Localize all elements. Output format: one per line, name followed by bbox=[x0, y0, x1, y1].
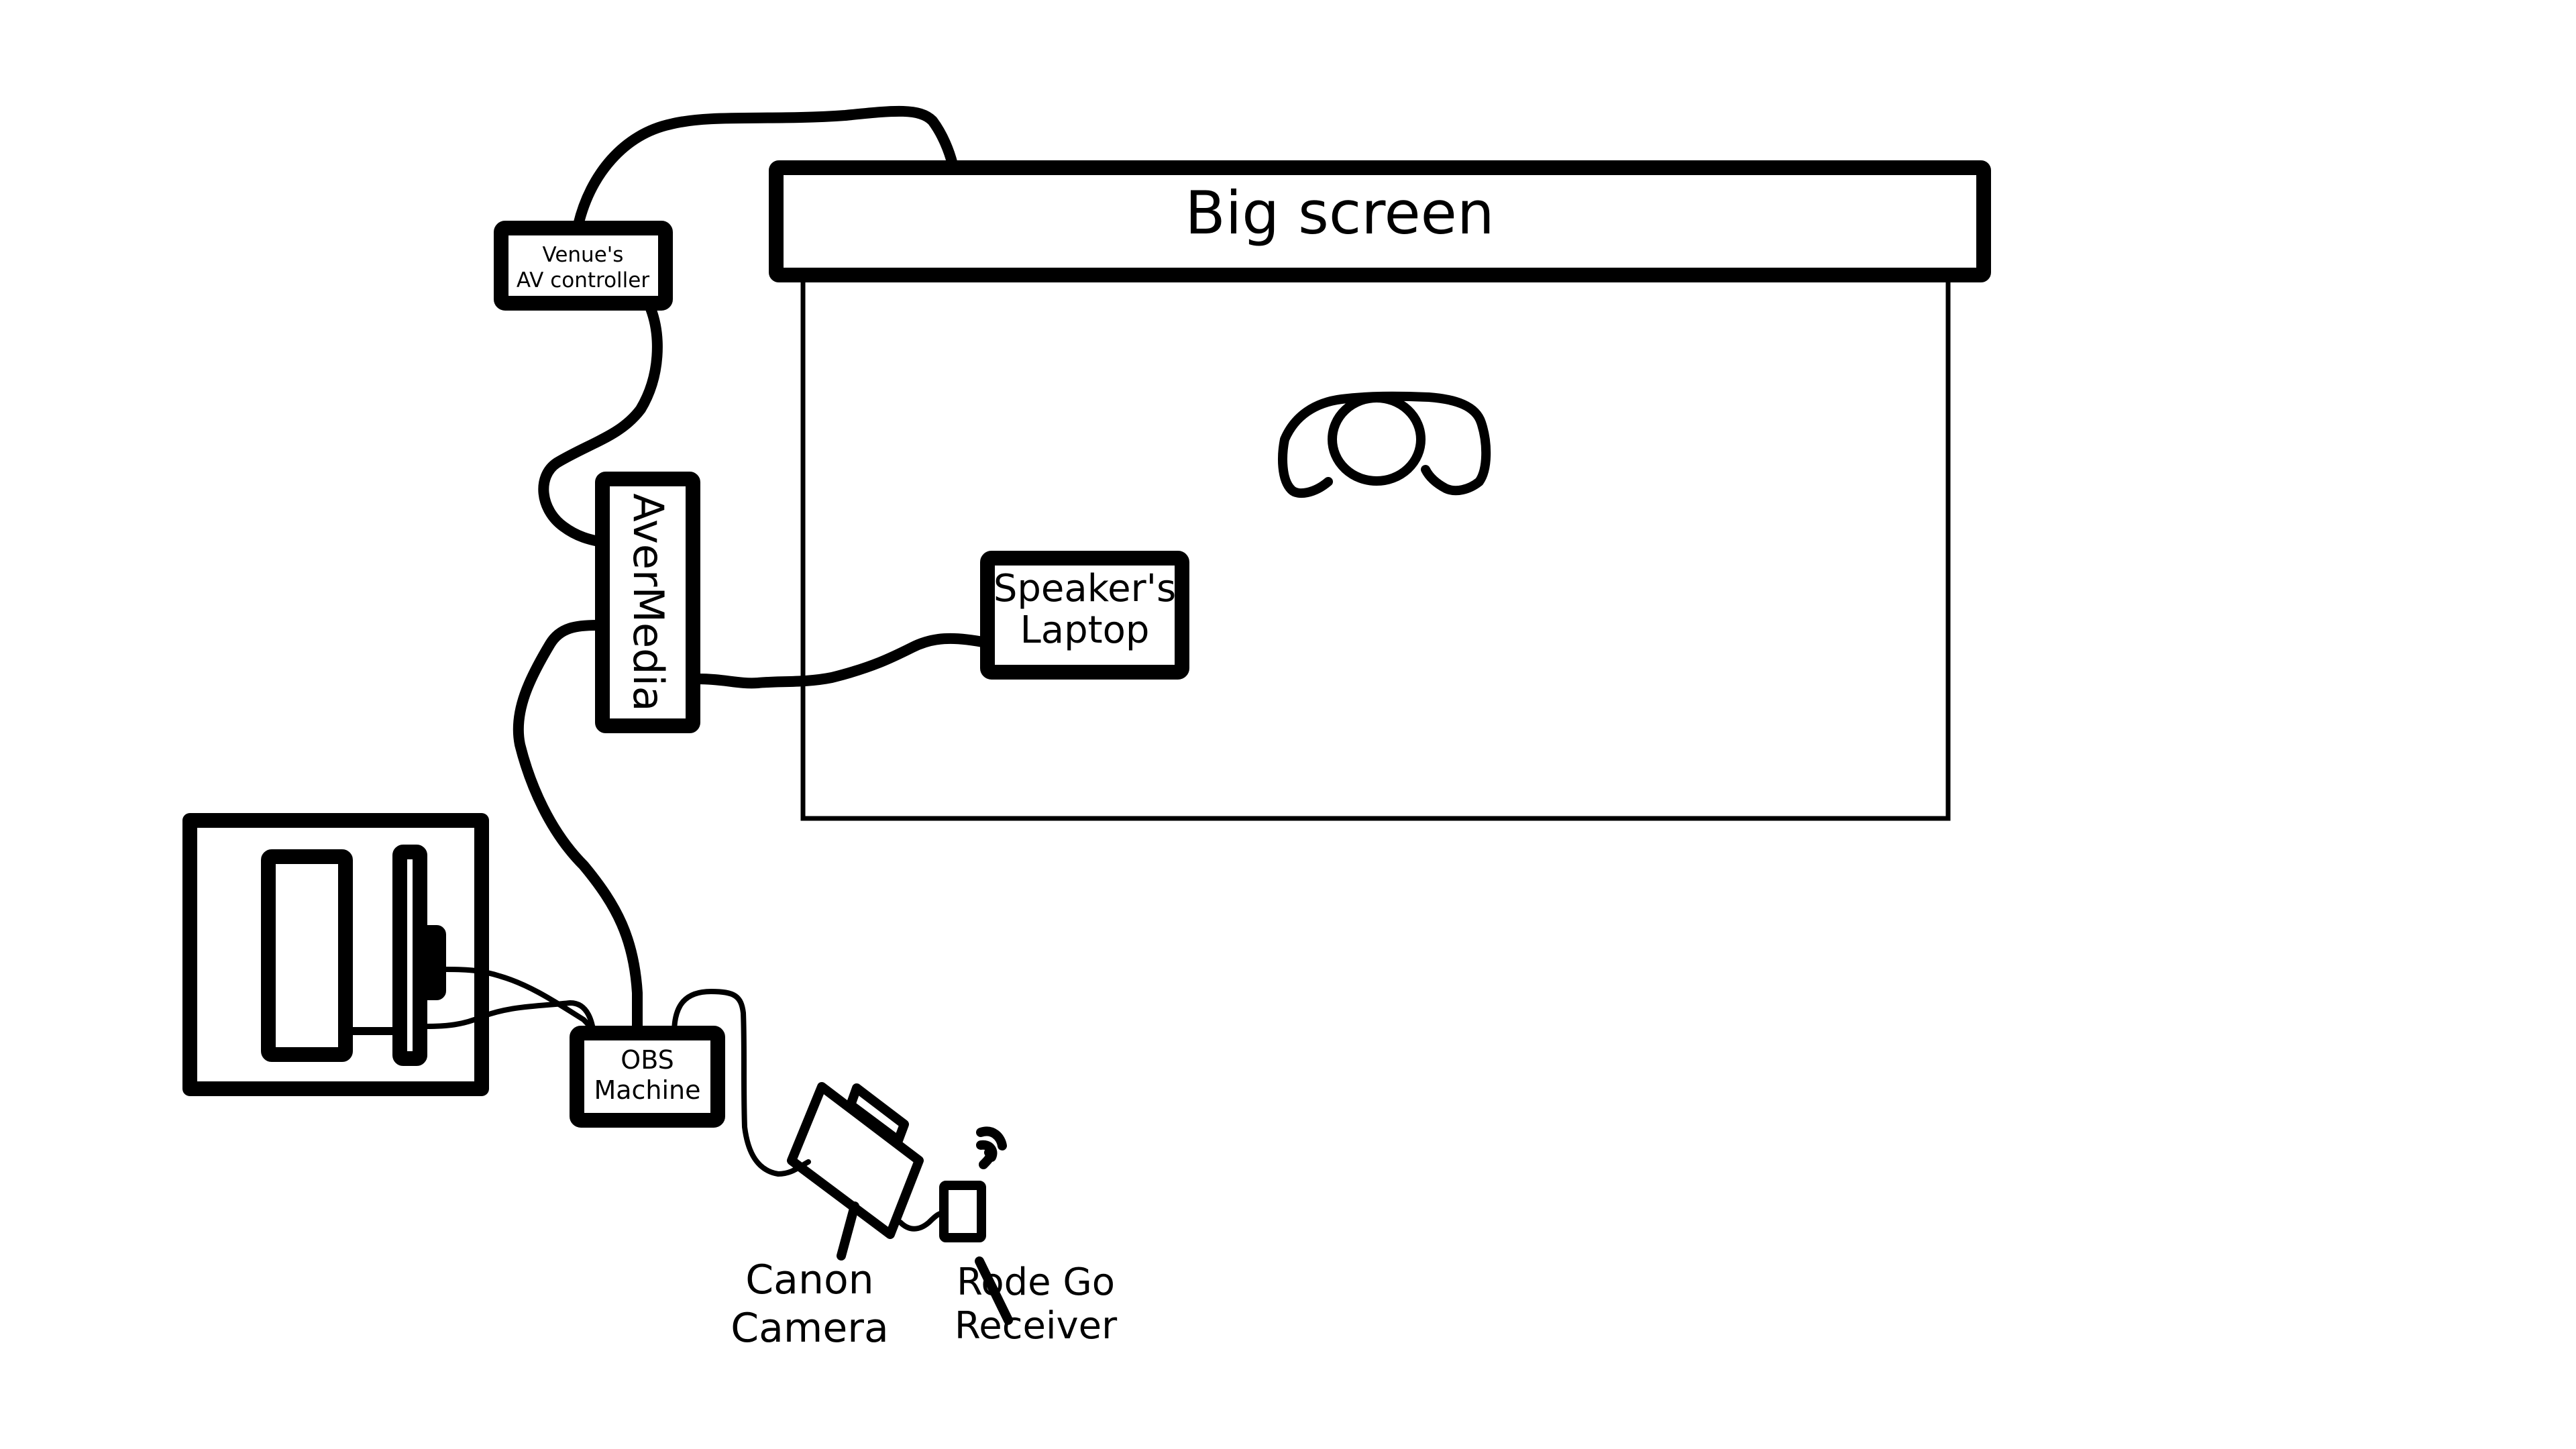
venue-av-controller-label-line1: Venue's bbox=[543, 243, 624, 267]
speakers-laptop-label-line1: Speaker's bbox=[994, 567, 1176, 610]
speakers-laptop-box bbox=[980, 551, 1189, 680]
wifi-signal-icon-2 bbox=[976, 1140, 998, 1162]
camera-pointer-line bbox=[837, 1201, 859, 1260]
avermedia-box bbox=[595, 472, 700, 733]
venue-av-controller: Venue's AV controller bbox=[494, 221, 673, 311]
canon-camera: Canon Camera bbox=[731, 1082, 924, 1352]
obs-machine-box bbox=[570, 1026, 725, 1128]
cable-av-to-avermedia bbox=[538, 303, 663, 547]
cable-av-to-screen bbox=[573, 105, 958, 230]
wifi-signal-icon-3 bbox=[976, 1126, 1007, 1150]
avermedia: AverMedia bbox=[595, 472, 700, 733]
speakers-laptop: Speaker's Laptop bbox=[980, 551, 1189, 680]
cable-tower-to-obs-2 bbox=[423, 1000, 598, 1049]
obs-machine: OBS Machine bbox=[570, 1026, 725, 1128]
obs-machine-label-line2: Machine bbox=[594, 1075, 700, 1105]
rode-go-receiver-label-line1: Rode Go bbox=[957, 1260, 1115, 1304]
rode-go-receiver: Rode Go Receiver bbox=[939, 1126, 1118, 1348]
obs-machine-label-line1: OBS bbox=[621, 1045, 674, 1075]
cable-avermedia-to-laptop bbox=[692, 633, 991, 689]
speaker-head-icon bbox=[1328, 393, 1426, 486]
cable-avermedia-to-obs bbox=[513, 620, 643, 1032]
big-screen-label: Big screen bbox=[1185, 178, 1494, 248]
desk-workstation bbox=[182, 813, 489, 1096]
camera-viewfinder-icon bbox=[846, 1083, 909, 1145]
venue-av-controller-box bbox=[494, 221, 673, 311]
stage-area bbox=[800, 269, 1951, 821]
avermedia-label: AverMedia bbox=[624, 493, 673, 711]
venue-av-controller-label-line2: AV controller bbox=[517, 268, 649, 292]
speakers-laptop-label-line2: Laptop bbox=[1020, 608, 1150, 652]
cable-obs-to-camera bbox=[672, 989, 811, 1177]
rode-go-receiver-label-line2: Receiver bbox=[955, 1304, 1118, 1348]
tower-port-box bbox=[417, 925, 446, 1000]
cable-camera-to-receiver bbox=[898, 1210, 947, 1232]
monitor-box bbox=[261, 849, 353, 1062]
big-screen: Big screen bbox=[769, 160, 1991, 282]
canon-camera-label-line1: Canon bbox=[745, 1256, 873, 1303]
receiver-pointer-line bbox=[975, 1256, 1013, 1325]
receiver-box bbox=[939, 1181, 986, 1242]
speaker-shoulders-icon bbox=[1278, 391, 1491, 498]
canon-camera-label-line2: Camera bbox=[731, 1305, 888, 1352]
speaker-person-icon bbox=[1278, 391, 1491, 498]
big-screen-box bbox=[769, 160, 1991, 282]
